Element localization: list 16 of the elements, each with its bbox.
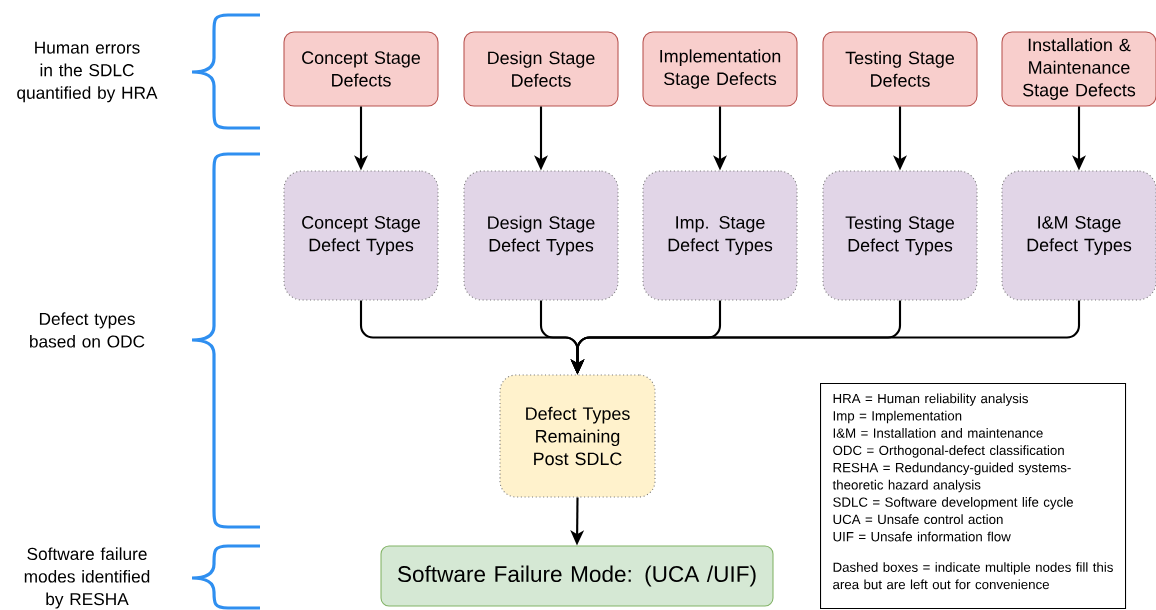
process-box: Design Stage Defects: [463, 31, 619, 107]
process-box: Testing Stage Defect Types: [822, 170, 978, 301]
process-box: Defect Types Remaining Post SDLC: [499, 374, 656, 498]
result-box: Software Failure Mode: (UCA /UIF): [380, 545, 774, 607]
process-box: Testing Stage Defects: [822, 31, 978, 107]
process-box: Concept Stage Defects: [283, 31, 439, 107]
process-box: Design Stage Defect Types: [463, 170, 619, 301]
process-box: I&M Stage Defect Types: [1001, 170, 1156, 301]
process-box: Implementation Stage Defects: [642, 31, 798, 107]
process-box: Concept Stage Defect Types: [283, 170, 439, 301]
side-label: Human errors in the SDLC quantified by HRA: [17, 41, 158, 103]
process-box: Installation & Maintenance Stage Defects: [1001, 31, 1156, 107]
side-label: Defect types based on ODC: [30, 312, 145, 348]
abbreviation-box: HRA = Human reliability analysis Imp = Implementation I&M = Installation and maintenance ODC = Orthogonal-defect classification RESHA = Redundancy-guided systems-theoretic hazard analysis SDLC = Software development life cycle UCA = Unsafe control action UIF = Unsafe information flow Dashed boxes = indicate multiple nodes fill this area but are left out for convenience: [820, 383, 1127, 610]
side-label: Software failure modes identified by RESHA: [24, 547, 150, 609]
process-box: Imp. Stage Defect Types: [642, 170, 798, 301]
